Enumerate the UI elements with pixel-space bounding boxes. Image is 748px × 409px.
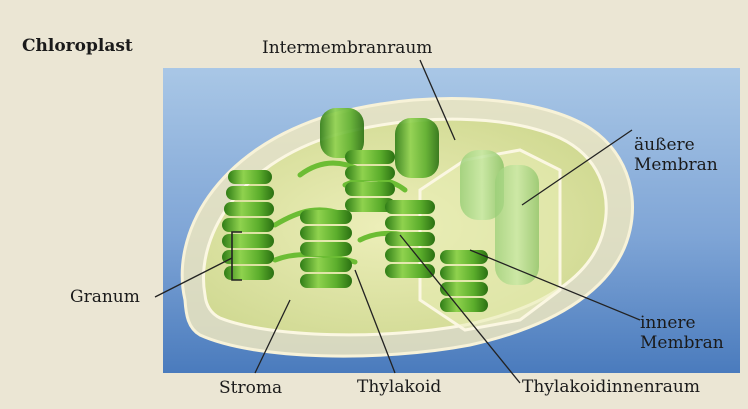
label-intermembranraum: Intermembranraum xyxy=(262,38,432,58)
label-stroma: Stroma xyxy=(219,378,282,398)
label-aeussere-membran: äußere Membran xyxy=(634,135,718,175)
label-thylakoidinnenraum: Thylakoidinnenraum xyxy=(522,377,700,397)
label-innere-membran: innere Membran xyxy=(640,313,724,353)
label-thylakoid: Thylakoid xyxy=(357,377,441,397)
figure-title: Chloroplast xyxy=(22,36,133,56)
label-granum: Granum xyxy=(70,287,140,307)
